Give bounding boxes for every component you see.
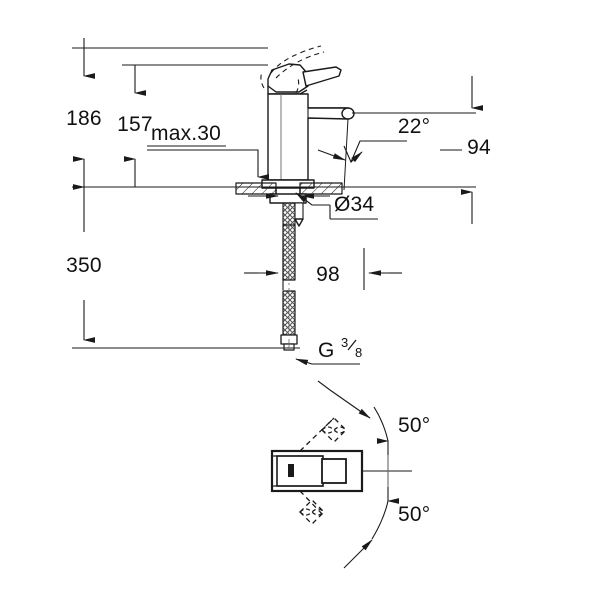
- faucet-body: [267, 93, 355, 181]
- label-94: 94: [467, 136, 491, 159]
- dim-thread-leader: [295, 358, 360, 366]
- dim-50-lower: [343, 487, 399, 569]
- thread-denominator: 8: [355, 345, 362, 360]
- label-157: 157: [117, 113, 153, 136]
- dimension-labels: 186 157 max.30 22° 94 Ø34 350 98 50° 50°…: [66, 107, 491, 526]
- dim-max30-leader: [147, 145, 269, 180]
- plan-body-outline: [270, 449, 364, 493]
- label-dia-34: Ø34: [334, 193, 374, 216]
- thread-letter: G: [318, 339, 335, 362]
- elevation-view: [235, 45, 355, 351]
- label-98: 98: [316, 263, 340, 286]
- dim-94-arrows: [440, 76, 483, 224]
- label-50-deg-upper: 50°: [398, 414, 430, 437]
- thread-numerator: 3: [341, 335, 348, 350]
- plan-view: [270, 417, 364, 525]
- fraction-slash: [347, 339, 357, 351]
- label-186: 186: [66, 107, 102, 130]
- dim-98-arrows: [244, 248, 402, 290]
- dimension-lines-elevation: [72, 38, 483, 366]
- dim-dia34-leader: [288, 192, 378, 234]
- dimension-lines-plan: [317, 380, 412, 569]
- dim-50-upper: [317, 380, 389, 455]
- threaded-shank: [282, 202, 304, 227]
- lever-swing-arc-dashed: [260, 45, 325, 94]
- label-350: 350: [66, 254, 102, 277]
- label-50-deg-lower: 50°: [398, 503, 430, 526]
- label-max30: max.30: [151, 122, 221, 145]
- faucet-lever-handle: [267, 63, 342, 95]
- dim-22deg-leader: [317, 118, 407, 191]
- label-thread-g38: G 3 8: [318, 335, 362, 362]
- plan-swivel-positions-dashed: [299, 417, 347, 525]
- label-22-deg: 22°: [398, 115, 430, 138]
